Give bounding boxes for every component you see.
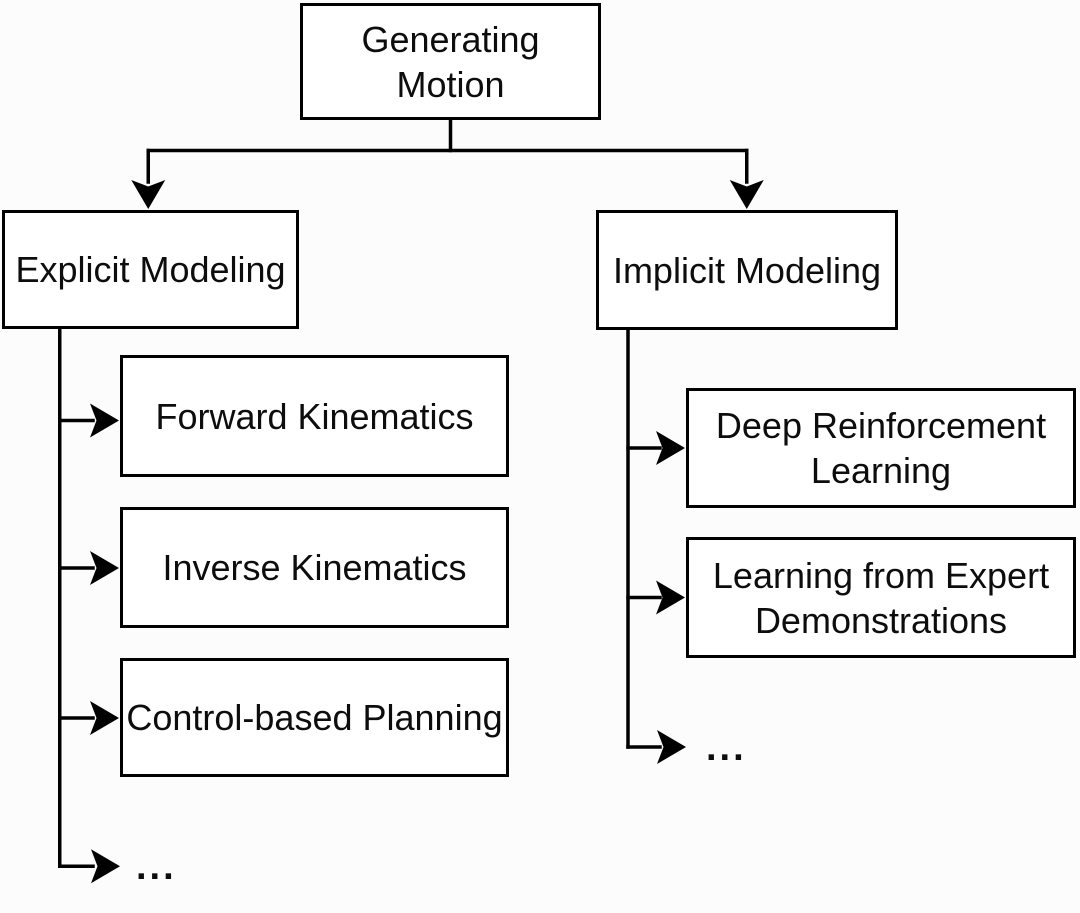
arrowhead-control-based-planning bbox=[90, 701, 119, 735]
node-explicit-modeling: Explicit Modeling bbox=[2, 210, 299, 329]
ellipsis-explicit-more: ... bbox=[136, 846, 177, 888]
arrowhead-inverse-kinematics bbox=[90, 551, 119, 585]
arrowhead-implicit-more bbox=[657, 730, 686, 764]
node-inverse-kinematics: Inverse Kinematics bbox=[120, 507, 509, 628]
arrowhead-forward-kinematics bbox=[90, 403, 119, 438]
arrowhead-explicit-more bbox=[91, 849, 120, 884]
arrowhead-implicit bbox=[729, 180, 764, 209]
node-implicit-modeling: Implicit Modeling bbox=[596, 210, 898, 330]
arrowhead-deep-reinforcement-learning bbox=[656, 431, 685, 465]
ellipsis-implicit-more: ... bbox=[706, 727, 747, 769]
node-learning-from-expert-demonstrations: Learning from Expert Demonstrations bbox=[686, 537, 1076, 658]
node-deep-reinforcement-learning: Deep Reinforcement Learning bbox=[686, 388, 1076, 508]
node-forward-kinematics: Forward Kinematics bbox=[120, 355, 509, 477]
node-control-based-planning: Control-based Planning bbox=[120, 658, 509, 777]
arrowhead-explicit bbox=[131, 180, 166, 209]
node-generating-motion: Generating Motion bbox=[300, 3, 601, 120]
arrowhead-learning-from-expert-demonstrations bbox=[656, 580, 685, 615]
